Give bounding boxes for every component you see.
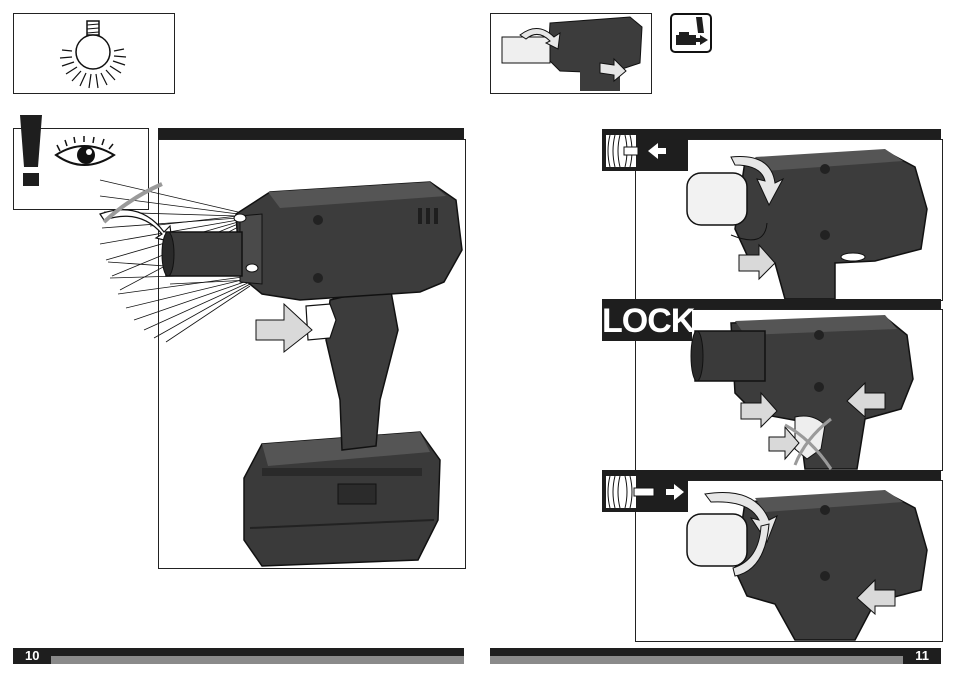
page-number-left: 10 xyxy=(25,648,39,664)
left-page-footer-bar: 10 xyxy=(13,648,464,664)
right-page-footer-bar: 11 xyxy=(490,648,941,664)
tighten-illustration xyxy=(635,139,941,299)
right-footer-grey-strip xyxy=(490,656,903,664)
loosen-illustration xyxy=(635,480,941,640)
battery-insert-icon xyxy=(670,13,712,53)
page-number-right: 11 xyxy=(915,648,929,664)
left-footer-grey-strip xyxy=(51,656,464,664)
chuck-rotation-illustration xyxy=(490,13,650,92)
lock-illustration xyxy=(635,309,941,469)
